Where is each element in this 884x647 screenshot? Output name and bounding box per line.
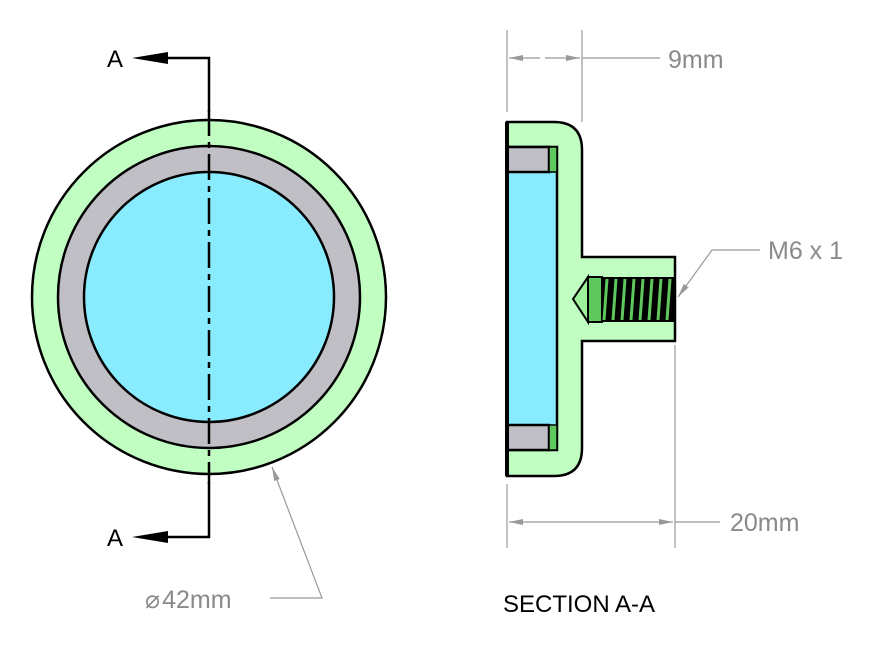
- ring-chamfer-top: [548, 146, 558, 173]
- section-view: 9mm 20mm M6 x 1 SECTION A-A: [503, 30, 843, 618]
- thickness-dimension: 9mm: [668, 46, 724, 74]
- diameter-dimension: ⌀42mm: [145, 586, 232, 614]
- arrow-head-bottom-icon: [132, 531, 168, 543]
- section-arrow-bottom: [150, 482, 211, 539]
- threaded-hole: [571, 273, 675, 326]
- arrow-head-top-icon: [132, 52, 168, 64]
- ring-section-bottom: [505, 423, 551, 452]
- section-marker-top: A: [107, 46, 123, 73]
- magnet-section: [505, 145, 559, 452]
- diameter-leader: [270, 466, 323, 599]
- ring-chamfer-bottom: [548, 424, 558, 451]
- thread-callout: M6 x 1: [768, 237, 843, 265]
- section-arrow-top: [150, 56, 211, 112]
- section-title: SECTION A-A: [503, 591, 655, 618]
- length-dimension: 20mm: [730, 509, 799, 537]
- front-view: A A ⌀42mm: [30, 46, 388, 614]
- section-marker-bottom: A: [107, 525, 123, 552]
- thread-leader: [677, 249, 760, 298]
- ring-section-top: [505, 145, 551, 174]
